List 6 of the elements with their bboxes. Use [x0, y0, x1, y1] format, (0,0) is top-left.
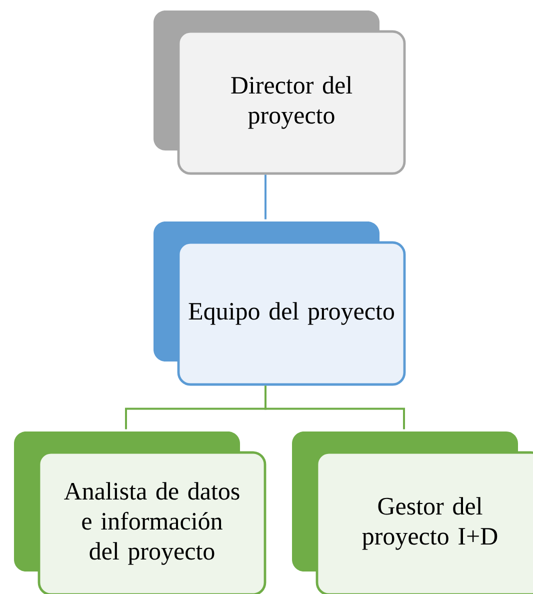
connector-line — [264, 386, 405, 430]
org-chart-box: Analista de datos e información del proyecto — [14, 432, 266, 594]
org-chart-box: Gestor del proyecto I+D — [292, 432, 533, 594]
connector-line — [264, 174, 266, 220]
org-chart-box: Equipo del proyecto — [154, 222, 406, 386]
org-chart-box: Director del proyecto — [154, 10, 406, 175]
